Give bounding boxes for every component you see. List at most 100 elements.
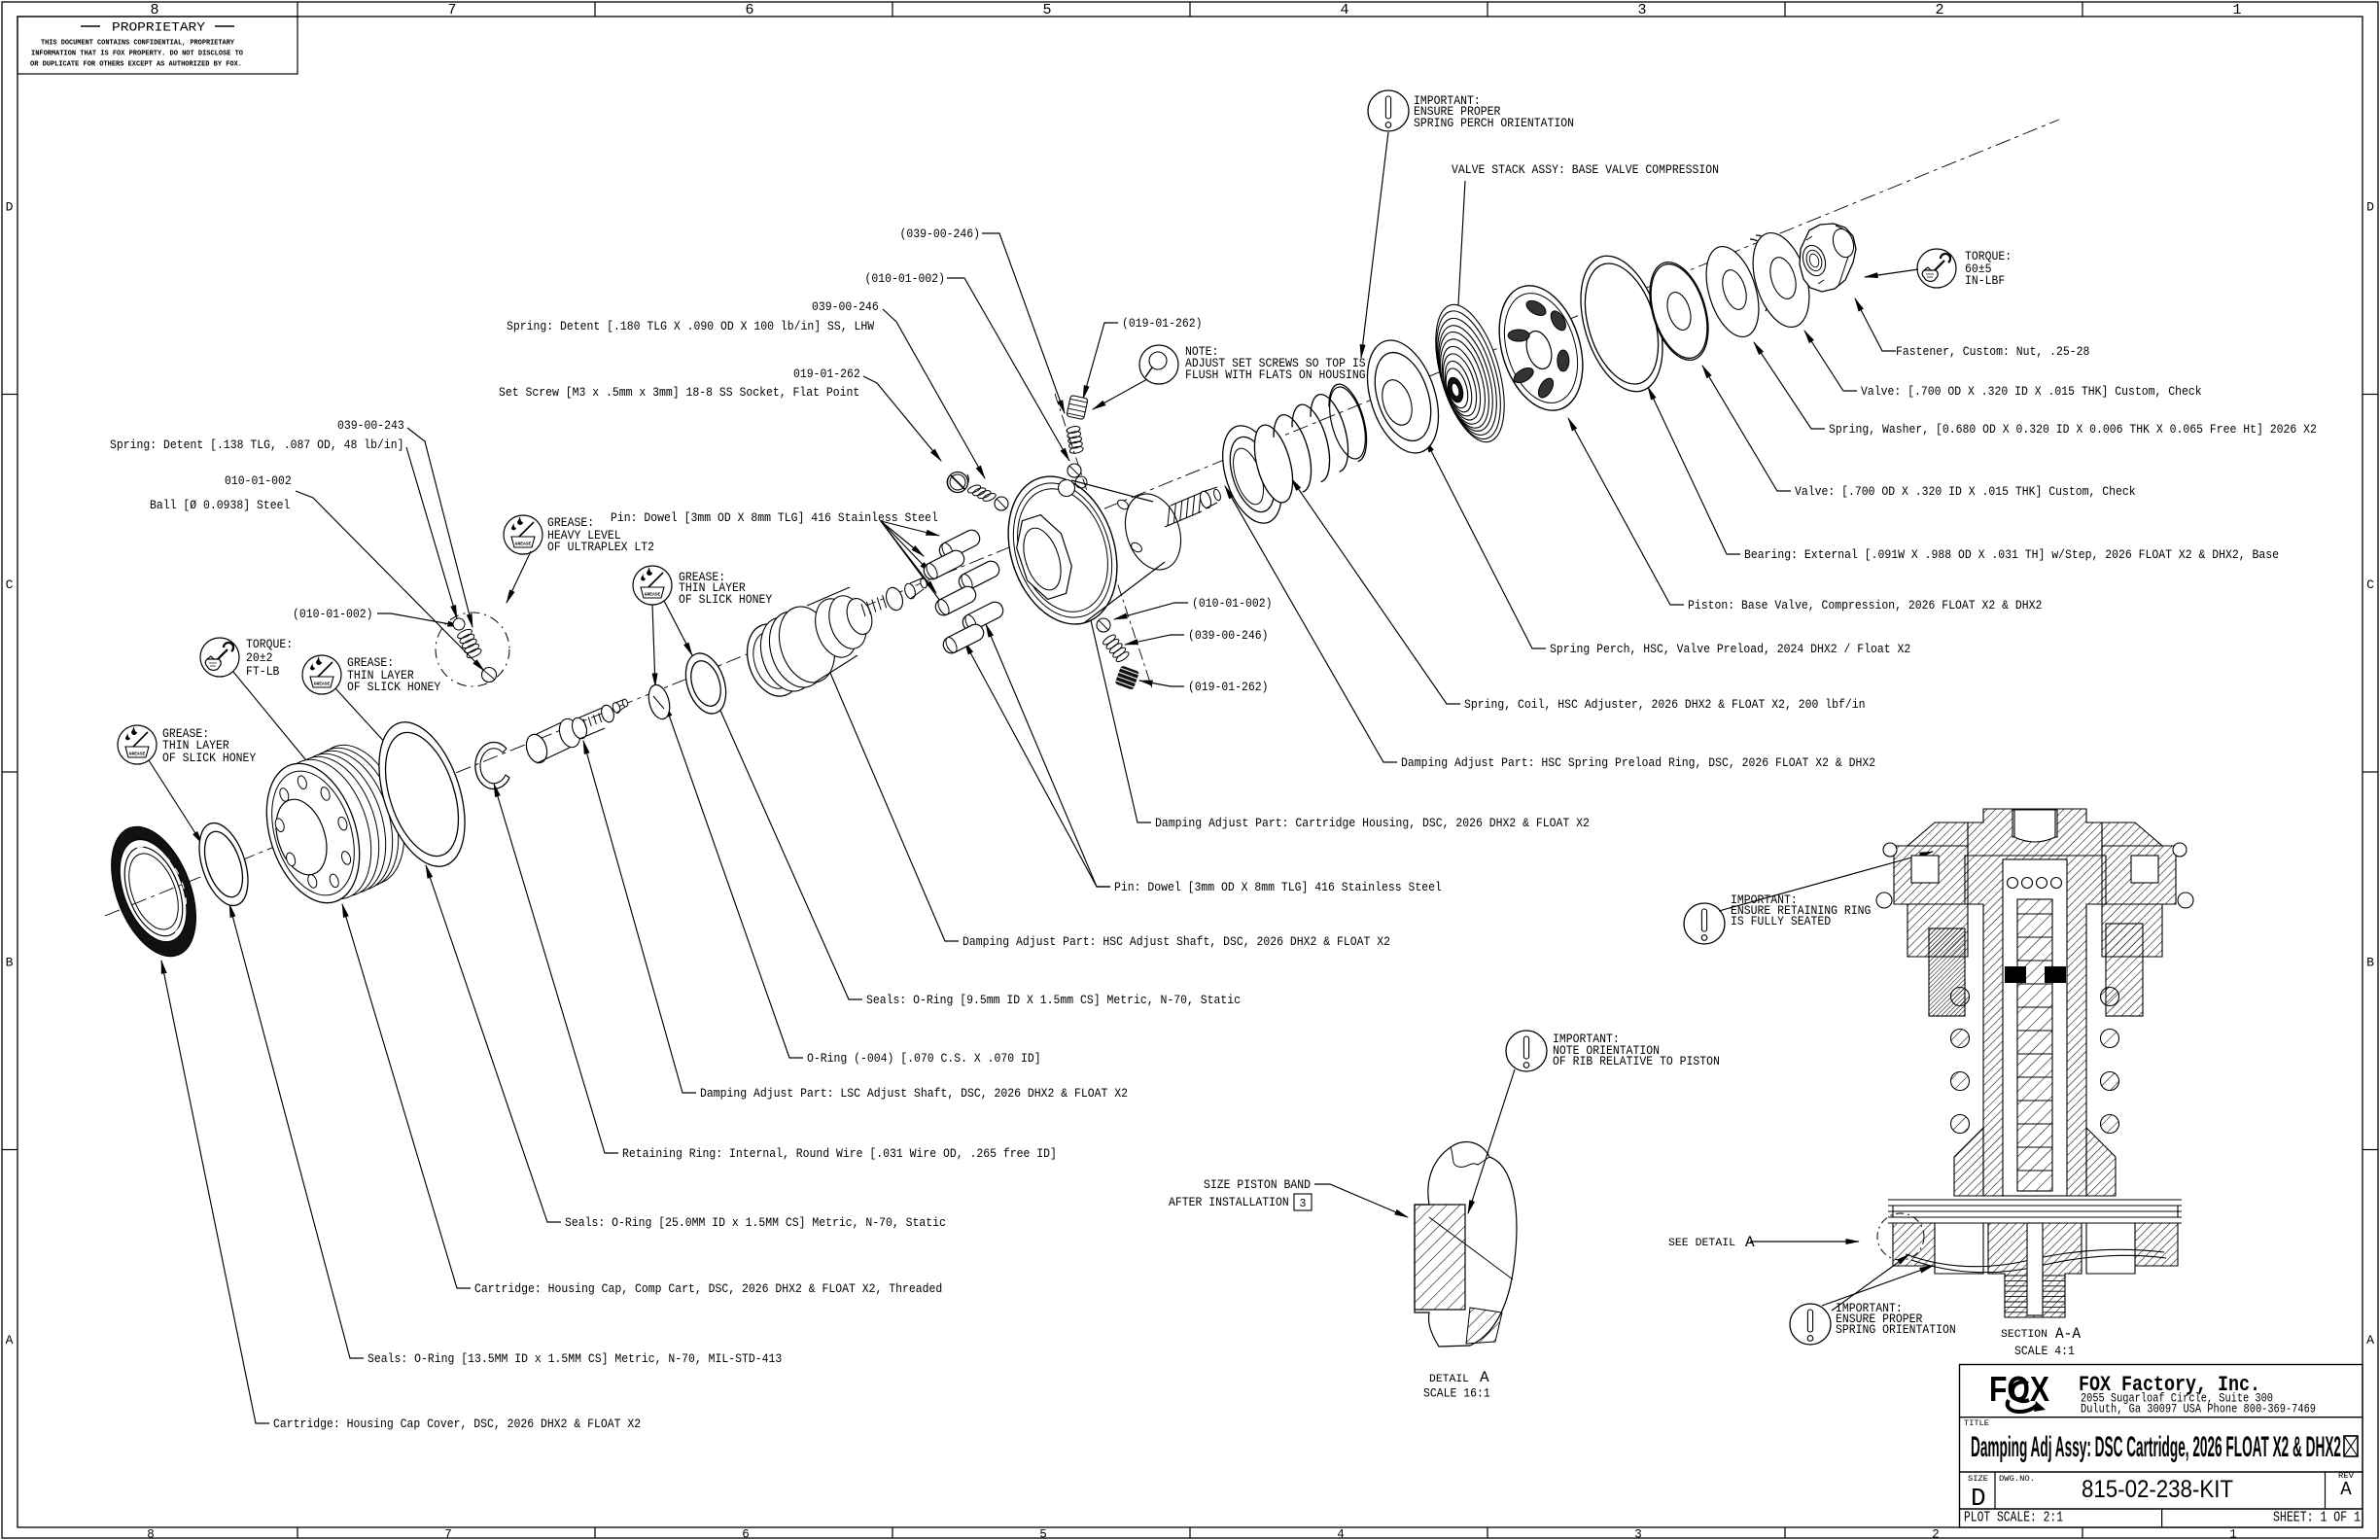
svg-text:Pin: Dowel [3mm OD X 8mm TLG]: Pin: Dowel [3mm OD X 8mm TLG] 416 Stainl… <box>1114 880 1442 894</box>
svg-text:VALVE STACK ASSY: BASE VALVE C: VALVE STACK ASSY: BASE VALVE COMPRESSION <box>1452 162 1719 177</box>
svg-text:SIZE: SIZE <box>1968 1474 1988 1484</box>
svg-text:3: 3 <box>1637 2 1646 18</box>
svg-text:SEE DETAIL: SEE DETAIL <box>1668 1237 1735 1249</box>
svg-text:5: 5 <box>1039 1528 1047 1540</box>
svg-text:INFORMATION THAT IS FOX PROPER: INFORMATION THAT IS FOX PROPERTY. DO NOT… <box>31 51 243 58</box>
svg-text:ENSURE PROPER: ENSURE PROPER <box>1836 1312 1923 1326</box>
svg-text:A: A <box>2366 1333 2374 1348</box>
svg-text:Seals: O-Ring [9.5mm ID X 1.5m: Seals: O-Ring [9.5mm ID X 1.5mm CS] Metr… <box>866 993 1241 1007</box>
svg-text:DWG.NO.: DWG.NO. <box>1999 1474 2035 1484</box>
svg-text:1: 1 <box>2229 1528 2237 1540</box>
svg-text:TORQUE:: TORQUE: <box>246 637 293 651</box>
svg-text:Spring, Washer, [0.680 OD X 0.: Spring, Washer, [0.680 OD X 0.320 ID X 0… <box>1829 422 2317 437</box>
svg-text:ENSURE PROPER: ENSURE PROPER <box>1414 104 1501 119</box>
svg-text:Valve: [.700 OD X .320 ID X .0: Valve: [.700 OD X .320 ID X .015 THK] Cu… <box>1795 484 2136 499</box>
svg-text:D: D <box>1971 1484 1986 1513</box>
svg-text:A: A <box>2340 1479 2352 1500</box>
svg-text:019-01-262: 019-01-262 <box>793 367 860 381</box>
svg-text:Spring Perch, HSC, Valve Prelo: Spring Perch, HSC, Valve Preload, 2024 D… <box>1550 642 1910 656</box>
svg-text:THIN LAYER: THIN LAYER <box>162 738 229 752</box>
svg-text:Bearing: External [.091W X .98: Bearing: External [.091W X .988 OD X .03… <box>1744 547 2279 562</box>
svg-text:5: 5 <box>1042 2 1051 18</box>
svg-text:(010-01-002): (010-01-002) <box>1192 596 1273 611</box>
svg-text:GREASE:: GREASE: <box>679 570 725 584</box>
svg-text:2055 Sugarloaf Circle, Suite 3: 2055 Sugarloaf Circle, Suite 300 <box>2081 1392 2273 1406</box>
svg-text:4: 4 <box>1340 2 1348 18</box>
svg-text:REV: REV <box>2338 1471 2355 1481</box>
svg-text:2: 2 <box>1932 1528 1940 1540</box>
svg-text:ENSURE RETAINING RING: ENSURE RETAINING RING <box>1731 903 1871 918</box>
svg-text:GREASE:: GREASE: <box>347 655 394 670</box>
svg-text:NOTE ORIENTATION: NOTE ORIENTATION <box>1553 1043 1660 1058</box>
svg-text:(039-00-246): (039-00-246) <box>900 227 981 241</box>
svg-text:OR DUPLICATE FOR OTHERS EXCEPT: OR DUPLICATE FOR OTHERS EXCEPT AS AUTHOR… <box>30 61 242 69</box>
svg-text:8: 8 <box>150 2 158 18</box>
svg-text:IN-LBF: IN-LBF <box>1965 273 2005 288</box>
svg-text:SIZE PISTON BAND: SIZE PISTON BAND <box>1204 1177 1311 1192</box>
svg-text:DETAIL: DETAIL <box>1429 1373 1469 1385</box>
svg-text:6: 6 <box>742 1528 750 1540</box>
svg-text:7: 7 <box>447 2 456 18</box>
svg-text:GREASE: GREASE <box>129 752 146 757</box>
svg-text:Piston: Base Valve, Compressio: Piston: Base Valve, Compression, 2026 FL… <box>1688 598 2042 612</box>
svg-text:Spring: Detent [.180 TLG X .09: Spring: Detent [.180 TLG X .090 OD X 100… <box>507 319 874 333</box>
svg-text:FT-LB: FT-LB <box>246 664 280 679</box>
svg-text:2: 2 <box>1935 2 1943 18</box>
svg-text:FLUSH WITH FLATS ON HOUSING: FLUSH WITH FLATS ON HOUSING <box>1185 368 1366 382</box>
svg-text:PLOT SCALE: 2:1: PLOT SCALE: 2:1 <box>1964 1511 2063 1526</box>
svg-text:(010-01-002): (010-01-002) <box>293 607 373 621</box>
svg-text:D: D <box>6 199 14 214</box>
svg-text:OF SLICK HONEY: OF SLICK HONEY <box>679 592 772 607</box>
svg-text:GREASE: GREASE <box>645 592 661 598</box>
svg-text:B: B <box>2366 955 2374 969</box>
svg-text:(039-00-246): (039-00-246) <box>1188 628 1269 643</box>
svg-text:Cartridge: Housing Cap, Comp C: Cartridge: Housing Cap, Comp Cart, DSC, … <box>474 1281 942 1296</box>
svg-text:Cartridge: Housing Cap Cover,: Cartridge: Housing Cap Cover, DSC, 2026 … <box>273 1417 641 1431</box>
svg-text:4: 4 <box>1337 1528 1345 1540</box>
svg-text:IS FULLY SEATED: IS FULLY SEATED <box>1731 914 1831 928</box>
svg-text:Damping Adjust Part: HSC Adjus: Damping Adjust Part: HSC Adjust Shaft, D… <box>962 934 1390 949</box>
svg-text:OF RIB RELATIVE TO PISTON: OF RIB RELATIVE TO PISTON <box>1553 1054 1720 1068</box>
svg-text:TITLE: TITLE <box>1964 1418 1989 1428</box>
svg-text:A: A <box>1745 1234 1755 1251</box>
svg-text:FOX: FOX <box>1989 1369 2049 1409</box>
svg-text:815-02-238-KIT: 815-02-238-KIT <box>2082 1476 2233 1503</box>
svg-text:OF SLICK HONEY: OF SLICK HONEY <box>162 751 256 765</box>
svg-text:TORQUE:: TORQUE: <box>1965 249 2012 263</box>
svg-text:PROPRIETARY: PROPRIETARY <box>112 21 206 35</box>
svg-text:IMPORTANT:: IMPORTANT: <box>1836 1301 1903 1315</box>
svg-text:SHEET: 1 OF 1: SHEET: 1 OF 1 <box>2273 1511 2361 1526</box>
svg-text:SECTION: SECTION <box>2001 1328 2048 1341</box>
svg-text:A: A <box>1480 1369 1489 1386</box>
svg-text:Spring: Detent [.138 TLG, .087: Spring: Detent [.138 TLG, .087 OD, 48 lb… <box>110 438 404 452</box>
svg-text:3: 3 <box>1300 1198 1307 1210</box>
svg-text:039-00-243: 039-00-243 <box>337 418 404 433</box>
svg-text:8: 8 <box>147 1528 155 1540</box>
svg-text:Spring, Coil, HSC Adjuster, 20: Spring, Coil, HSC Adjuster, 2026 DHX2 & … <box>1464 697 1866 712</box>
svg-text:OF SLICK HONEY: OF SLICK HONEY <box>347 680 440 694</box>
svg-text:Valve: [.700 OD X .320 ID X .0: Valve: [.700 OD X .320 ID X .015 THK] Cu… <box>1861 384 2202 399</box>
svg-text:Damping Adjust Part: Cartridge: Damping Adjust Part: Cartridge Housing, … <box>1155 816 1590 830</box>
svg-text:AFTER INSTALLATION: AFTER INSTALLATION <box>1169 1195 1289 1209</box>
svg-text:60±5: 60±5 <box>1965 262 1992 276</box>
svg-text:D: D <box>2366 199 2374 214</box>
svg-text:GREASE: GREASE <box>515 542 532 547</box>
svg-text:1: 1 <box>2232 2 2241 18</box>
svg-text:A-A: A-A <box>2055 1325 2081 1343</box>
svg-text:6: 6 <box>745 2 753 18</box>
svg-text:GREASE:: GREASE: <box>547 515 594 530</box>
svg-text:THIN LAYER: THIN LAYER <box>679 580 746 595</box>
svg-text:A: A <box>6 1333 14 1348</box>
svg-text:FOX Factory, Inc.: FOX Factory, Inc. <box>2079 1373 2260 1397</box>
svg-text:B: B <box>6 955 14 969</box>
svg-text:039-00-246: 039-00-246 <box>812 299 879 314</box>
svg-text:NOTE:: NOTE: <box>1185 344 1218 359</box>
svg-text:20±2: 20±2 <box>246 650 273 665</box>
svg-text:SCALE 16:1: SCALE 16:1 <box>1423 1386 1490 1401</box>
svg-text:(019-01-262): (019-01-262) <box>1188 680 1269 694</box>
svg-text:Ball [Ø 0.0938] Steel: Ball [Ø 0.0938] Steel <box>150 498 291 512</box>
svg-text:IMPORTANT:: IMPORTANT: <box>1414 93 1481 108</box>
svg-text:OF ULTRAPLEX LT2: OF ULTRAPLEX LT2 <box>547 540 654 554</box>
svg-text:Damping Adjust Part: LSC Adjus: Damping Adjust Part: LSC Adjust Shaft, D… <box>700 1086 1128 1101</box>
svg-text:Pin: Dowel [3mm OD X 8mm TLG]: Pin: Dowel [3mm OD X 8mm TLG] 416 Stainl… <box>611 510 938 525</box>
